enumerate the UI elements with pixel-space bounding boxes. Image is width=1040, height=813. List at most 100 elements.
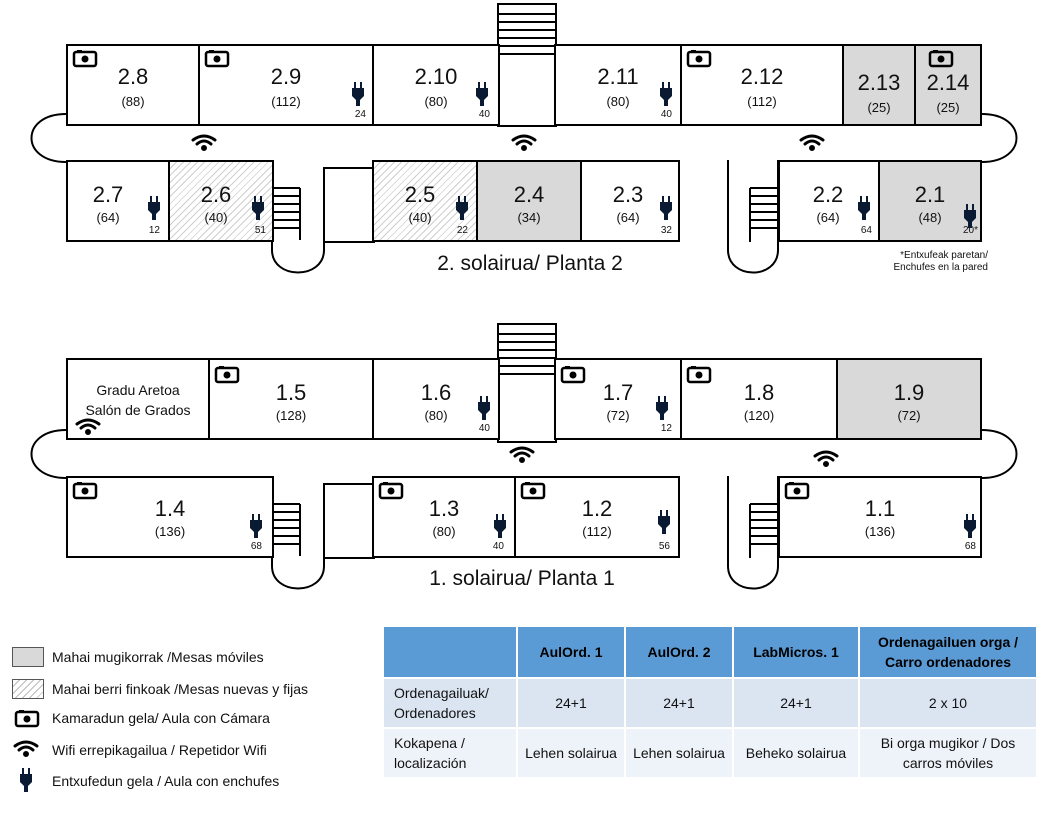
plug-count: 68 — [250, 541, 262, 552]
room-1-4[interactable]: 1.4 (136) 68 — [66, 476, 274, 558]
table-cell: Bi orga mugikor / Dos carros móviles — [858, 727, 1038, 779]
room-capacity: (80) — [432, 524, 456, 539]
camera-icon-slot — [12, 708, 44, 728]
outlet-note-line-1: *Entxufeak paretan/ — [900, 250, 988, 261]
room-capacity: (120) — [743, 408, 775, 423]
plug-count: 40 — [478, 109, 490, 120]
room-capacity: (40) — [204, 210, 228, 225]
room-gradu-aretoa[interactable]: Gradu Aretoa Salón de Grados — [66, 358, 210, 440]
room-number: 2.10 — [414, 64, 458, 89]
room-1-2[interactable]: 1.2 (112) 56 — [514, 476, 680, 558]
room-number: 1.3 — [428, 496, 460, 521]
room-capacity: (64) — [96, 210, 120, 225]
legend-label: Wifi errepikagailua / Repetidor Wifi — [52, 742, 267, 758]
legend-item-plug: Entxufedun gela / Aula con enchufes — [12, 769, 279, 793]
room-number: 1.5 — [275, 380, 307, 405]
room-number: 2.8 — [117, 64, 149, 89]
room-2-12[interactable]: 2.12 (112) — [680, 44, 844, 126]
plug-count: 12 — [148, 225, 160, 236]
table-cell: 2 x 10 — [858, 677, 1038, 729]
plug-count: 22 — [456, 225, 468, 236]
floor-2-title: 2. solairua/ Planta 2 — [437, 252, 623, 275]
room-capacity: (72) — [606, 408, 630, 423]
room-2-5[interactable]: 2.5 (40) 22 — [372, 160, 478, 242]
room-2-7[interactable]: 2.7 (64) 12 — [66, 160, 170, 242]
room-number: 2.11 — [597, 64, 639, 89]
legend-item-wifi: Wifi errepikagailua / Repetidor Wifi — [12, 738, 267, 762]
legend-label: Mahai mugikorrak /Mesas móviles — [52, 649, 264, 665]
room-1-8[interactable]: 1.8 (120) — [680, 358, 838, 440]
room-capacity: (80) — [424, 94, 448, 109]
plug-count: 40 — [660, 109, 672, 120]
table-header-cell: Ordenagailuen orga / Carro ordenadores — [858, 625, 1038, 679]
table-header-cell: AulOrd. 2 — [624, 625, 734, 679]
room-number: 2.2 — [812, 182, 844, 207]
room-2-1[interactable]: 2.1 (48) 20* — [878, 160, 982, 242]
room-capacity: (48) — [918, 210, 942, 225]
room-capacity: (136) — [864, 524, 896, 539]
room-capacity: (80) — [606, 94, 630, 109]
room-1-9[interactable]: 1.9 (72) — [836, 358, 982, 440]
room-1-3[interactable]: 1.3 (80) 40 — [372, 476, 516, 558]
room-1-1[interactable]: 1.1 (136) 68 — [778, 476, 982, 558]
room-capacity: (40) — [408, 210, 432, 225]
table-header-row: AulOrd. 1 AulOrd. 2 LabMicros. 1 Ordenag… — [382, 625, 1038, 679]
table-row-label: Kokapena / localización — [382, 727, 518, 779]
room-number: 1.6 — [420, 380, 452, 405]
room-number: 1.1 — [864, 496, 896, 521]
room-number: 1.2 — [581, 496, 613, 521]
table-row-label: Ordenagailuak/ Ordenadores — [382, 677, 518, 729]
room-capacity: (112) — [582, 524, 612, 539]
plug-count: 20* — [962, 225, 978, 236]
room-2-4[interactable]: 2.4 (34) — [476, 160, 582, 242]
floor-1-title: 1. solairua/ Planta 1 — [429, 567, 615, 590]
room-2-9[interactable]: 2.9 (112) 24 — [198, 44, 374, 126]
hall-name-line-1: Gradu Aretoa — [96, 382, 180, 398]
plug-count: 40 — [478, 423, 490, 434]
plug-count: 51 — [254, 225, 266, 236]
legend-label: Mahai berri finkoak /Mesas nuevas y fija… — [52, 681, 308, 697]
room-2-10[interactable]: 2.10 (80) 40 — [372, 44, 500, 126]
room-number: 2.4 — [513, 182, 545, 207]
room-number: 2.9 — [270, 64, 302, 89]
room-number: 2.1 — [914, 182, 946, 207]
room-capacity: (64) — [616, 210, 640, 225]
room-number: 2.14 — [926, 70, 970, 95]
room-2-13[interactable]: 2.13 (25) — [842, 44, 916, 126]
legend-item-camera: Kamaradun gela/ Aula con Cámara — [12, 706, 270, 730]
outlet-note: *Entxufeak paretan/ Enchufes en la pared — [893, 250, 988, 274]
hatched-box — [12, 679, 44, 699]
table-cell: 24+1 — [732, 677, 860, 729]
plug-icon-slot — [12, 771, 44, 791]
room-2-2[interactable]: 2.2 (64) 64 — [778, 160, 880, 242]
room-capacity: (25) — [867, 100, 891, 115]
wifi-icon-slot — [12, 740, 44, 760]
room-1-5[interactable]: 1.5 (128) — [208, 358, 374, 440]
room-2-3[interactable]: 2.3 (64) 32 — [580, 160, 680, 242]
table-header-cell: AulOrd. 1 — [516, 625, 626, 679]
table-cell: Beheko solairua — [732, 727, 860, 779]
plug-count: 68 — [964, 541, 976, 552]
hall-name-line-2: Salón de Grados — [85, 402, 191, 418]
room-2-11[interactable]: 2.11 (80) 40 — [554, 44, 682, 126]
table-cell: 24+1 — [516, 677, 626, 729]
room-number: 2.3 — [612, 182, 644, 207]
plug-count: 40 — [492, 541, 504, 552]
room-1-7[interactable]: 1.7 (72) 12 — [554, 358, 682, 440]
room-number: 1.7 — [602, 380, 634, 405]
room-number: 1.4 — [154, 496, 186, 521]
outlet-note-line-2: Enchufes en la pared — [893, 262, 988, 273]
room-capacity: (80) — [424, 408, 448, 423]
room-2-8[interactable]: 2.8 (88) — [66, 44, 200, 126]
table-cell: Lehen solairua — [624, 727, 734, 779]
room-number: 2.6 — [200, 182, 232, 207]
room-2-6[interactable]: 2.6 (40) 51 — [168, 160, 274, 242]
room-number: 2.13 — [857, 70, 901, 95]
room-1-6[interactable]: 1.6 (80) 40 — [372, 358, 500, 440]
room-capacity: (64) — [816, 210, 840, 225]
grey-box — [12, 647, 44, 667]
room-2-14[interactable]: 2.14 (25) — [914, 44, 982, 126]
table-header-cell — [382, 625, 518, 679]
table-row: Kokapena / localización Lehen solairua L… — [382, 727, 1038, 779]
